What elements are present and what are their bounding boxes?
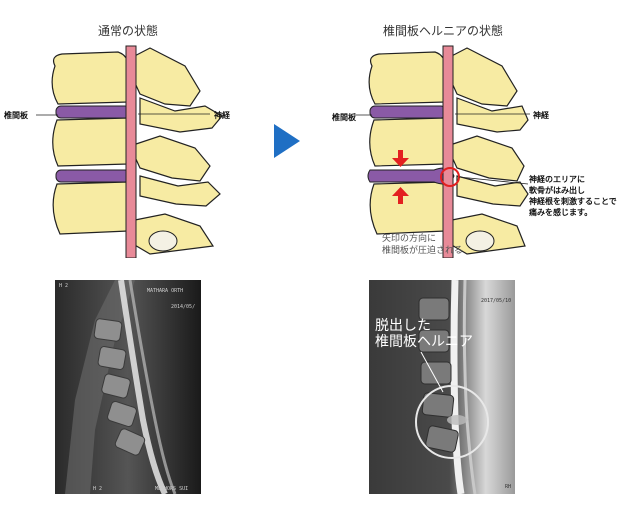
normal-nerve-root [148, 230, 178, 252]
normal-spine-diagram [36, 45, 223, 258]
herniated-disc-label: 椎間板 [332, 113, 356, 122]
mri-label: H 2 [59, 283, 69, 289]
mri-overlay-line: 脱出した [375, 318, 431, 334]
note-line: 痛みを感じます。 [529, 208, 593, 217]
caption-line: 椎間板が圧迫される [382, 246, 464, 256]
mri-label: H 2 [93, 486, 103, 492]
mri-label: 2017/05/10 [481, 298, 512, 304]
normal-vertebra-processes [124, 47, 223, 255]
herniated-nerve-root [465, 230, 495, 252]
normal-nerve-label: 神経 [214, 111, 230, 120]
compression-caption: 矢印の方向に 椎間板が圧迫される [382, 233, 463, 257]
mri-overlay-line: 椎間板ヘルニア [375, 334, 473, 350]
normal-state-title: 通常の状態 [98, 24, 159, 38]
mri-label: RH [505, 484, 512, 490]
normal-mri-image: H 2 MATHARA ORTH 2014/05/ H 2 MEDHORS SU… [55, 280, 201, 494]
compression-arrows-icon [392, 150, 409, 204]
note-line: 軟骨がはみ出し [529, 186, 585, 195]
herniated-vertebral-bodies [368, 51, 446, 235]
herniated-nerve-label: 神経 [533, 111, 549, 120]
herniation-circle-icon [415, 385, 489, 459]
note-line: 神経のエリアに [529, 175, 585, 184]
transition-arrow-icon [274, 124, 300, 158]
normal-spinal-nerve [125, 45, 137, 258]
herniated-spine-diagram [354, 45, 530, 258]
mri-label: MATHARA ORTH [147, 288, 184, 294]
herniated-spinal-nerve [442, 45, 454, 258]
herniated-vertebra-processes [441, 47, 529, 255]
note-line: 神経根を刺激することで [529, 197, 617, 206]
normal-vertebral-bodies [51, 51, 129, 235]
herniated-state-title: 椎間板ヘルニアの状態 [383, 24, 504, 38]
herniation-explanation-note: 神経のエリアに 軟骨がはみ出し 神経根を刺激することで 痛みを感じます。 [529, 174, 617, 218]
caption-line: 矢印の方向に [382, 234, 437, 244]
normal-disc-label: 椎間板 [4, 111, 28, 120]
normal-discs [55, 105, 131, 183]
mri-label: MEDHORS SUI [155, 486, 189, 492]
herniated-mri-image: 脱出した 椎間板ヘルニア 2017/05/10 RH [369, 280, 515, 494]
mri-label: 2014/05/ [171, 304, 196, 310]
